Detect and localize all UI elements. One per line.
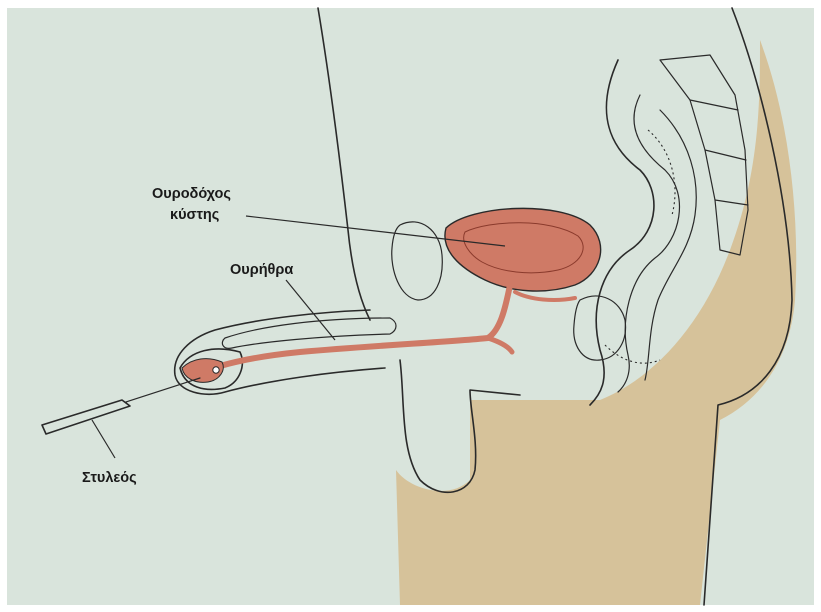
bladder-label-line2: κύστης xyxy=(170,207,219,223)
stylet-label: Στυλεός xyxy=(82,470,137,486)
urethra-label: Ουρήθρα xyxy=(230,262,293,278)
meatus xyxy=(213,367,219,373)
bladder-label-line1: Ουροδόχος xyxy=(152,186,231,202)
